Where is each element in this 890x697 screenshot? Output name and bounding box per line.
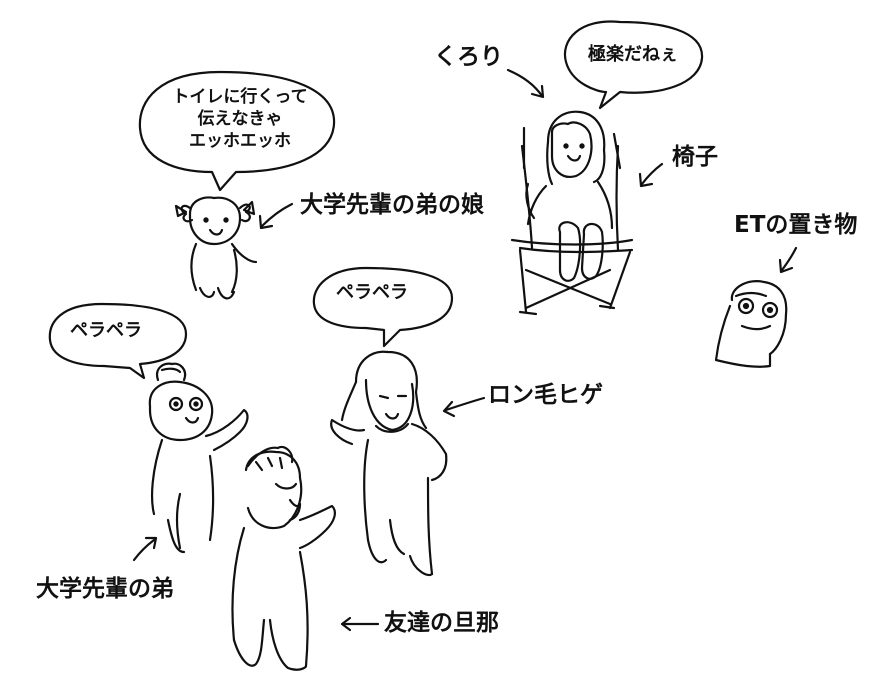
bubble-toilet-line-2: 伝えなきゃ [197,109,283,129]
bubble-pera-left-text: ペラペラ [70,320,142,341]
arrow-husband [340,616,380,632]
niece [174,196,258,300]
bubble-toilet-line-3: エッホエッホ [189,131,291,151]
arrow-senior [132,536,158,562]
label-kurori: くろり [434,44,503,70]
label-niece: 大学先輩の弟の娘 [300,192,484,218]
bubble-pera-left [48,302,188,380]
et-figurine [714,280,788,368]
label-long-hair-beard: ロン毛ヒゲ [488,382,603,408]
bubble-gokuraku [563,20,704,110]
bubble-gokuraku-text: 極楽だねぇ [588,44,678,65]
bubble-pera-mid-text: ペラペラ [336,282,408,303]
arrow-niece [258,202,294,230]
arrow-chair [638,162,664,188]
label-et-figure: ETの置き物 [734,212,858,238]
label-friends-husband: 友達の旦那 [384,610,499,636]
kurori-in-chair [510,110,634,316]
bubble-toilet [138,70,336,192]
arrow-ronge [442,396,486,418]
long-hair-beard [330,350,448,577]
bubble-toilet-text: トイレに行くって 伝えなきゃ エッホエッホ [164,86,316,152]
arrow-et [778,246,798,274]
label-chair: 椅子 [672,144,718,170]
arrow-kurori [506,68,545,99]
label-senior-brother: 大学先輩の弟 [36,576,174,602]
senior-brother [148,362,249,554]
friends-husband [231,445,336,671]
bubble-toilet-line-1: トイレに行くって [172,87,308,107]
bubble-pera-mid [312,266,454,348]
